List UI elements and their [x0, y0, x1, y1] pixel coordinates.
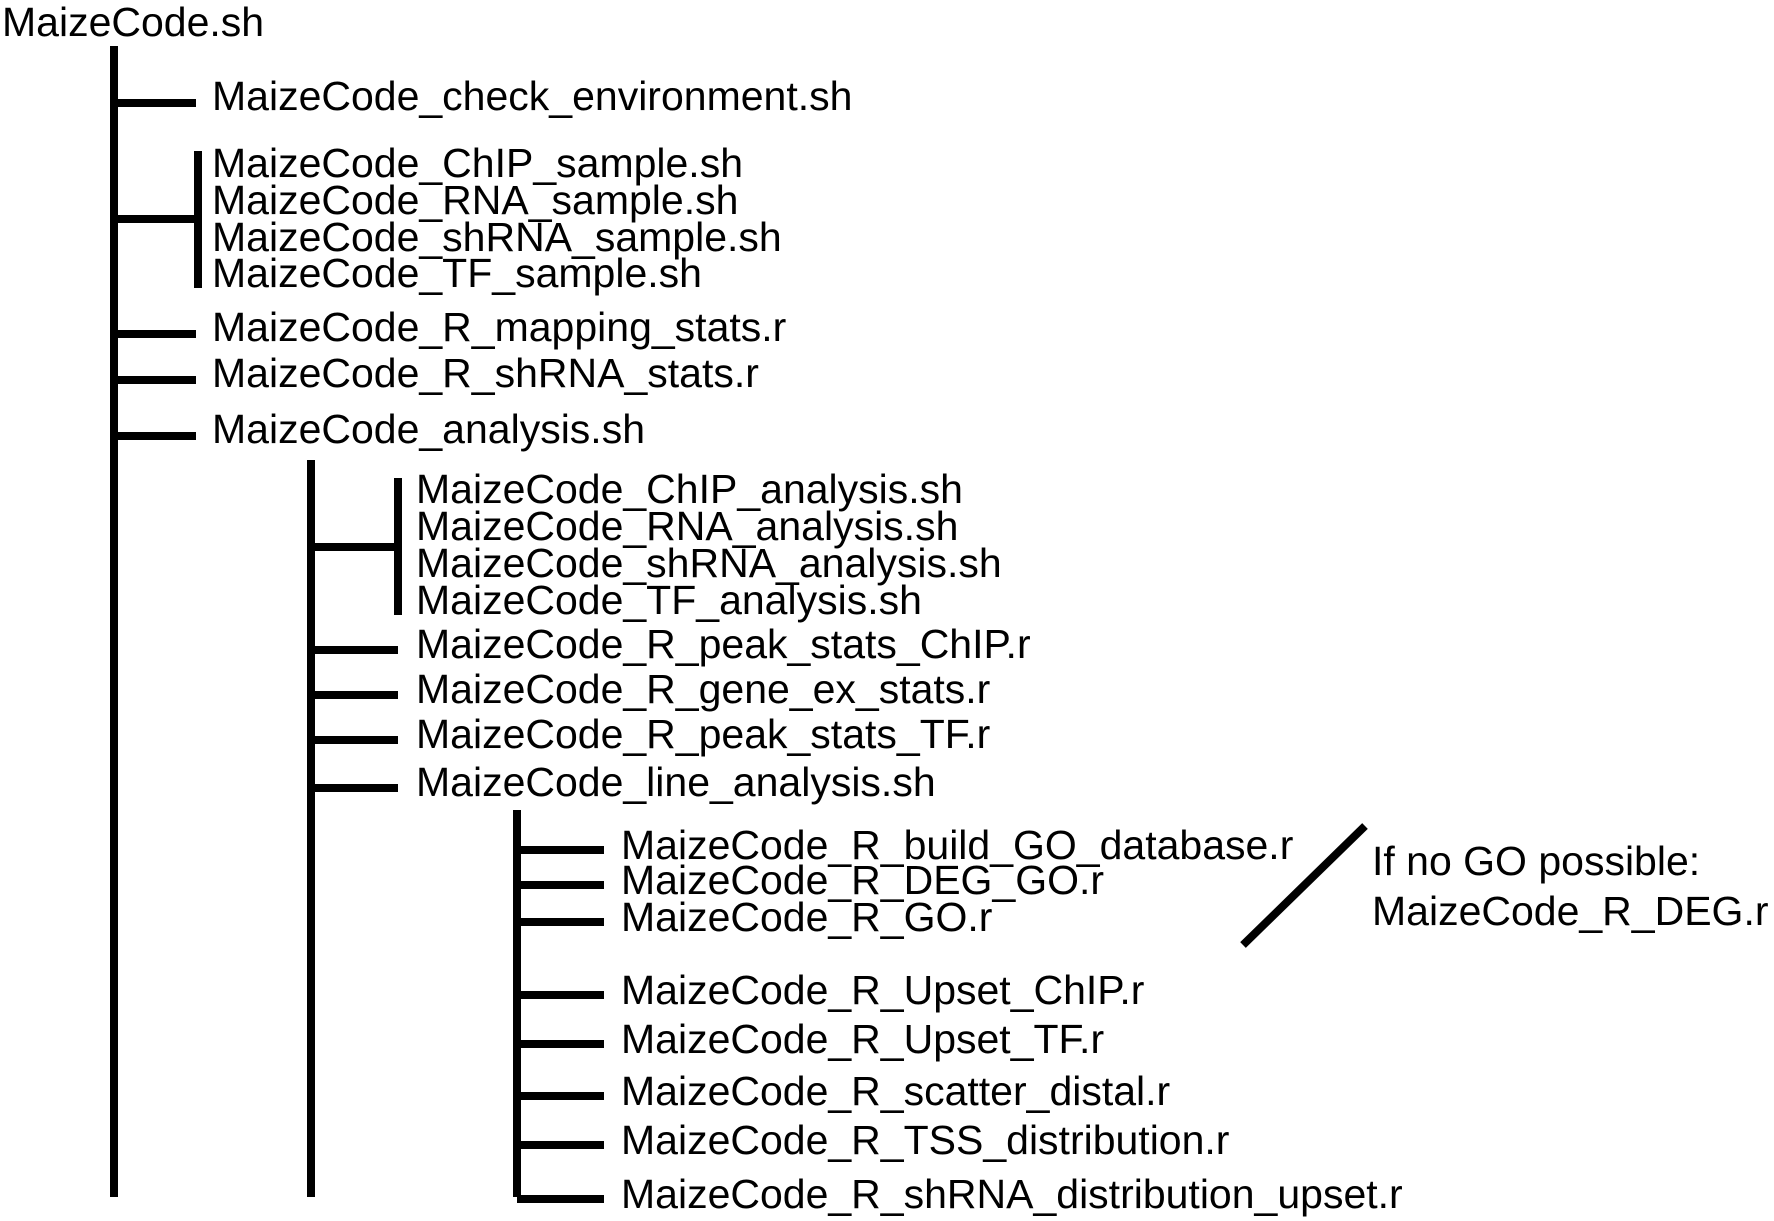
node-chip-sample: MaizeCode_ChIP_sample.sh: [212, 140, 743, 186]
node-tf-sample: MaizeCode_TF_sample.sh: [212, 250, 702, 296]
node-tss-distribution: MaizeCode_R_TSS_distribution.r: [621, 1117, 1229, 1163]
node-shrna-sample: MaizeCode_shRNA_sample.sh: [212, 214, 782, 260]
node-tf-analysis: MaizeCode_TF_analysis.sh: [416, 577, 922, 623]
node-upset-tf: MaizeCode_R_Upset_TF.r: [621, 1016, 1104, 1062]
node-upset-chip: MaizeCode_R_Upset_ChIP.r: [621, 967, 1144, 1013]
node-line-analysis: MaizeCode_line_analysis.sh: [416, 759, 936, 805]
root-node-label: MaizeCode.sh: [2, 0, 264, 45]
node-check-environment: MaizeCode_check_environment.sh: [212, 73, 852, 119]
node-deg-go: MaizeCode_R_DEG_GO.r: [621, 857, 1104, 903]
node-rna-sample: MaizeCode_RNA_sample.sh: [212, 177, 738, 223]
note-alternative-script: MaizeCode_R_DEG.r: [1372, 888, 1769, 934]
node-go: MaizeCode_R_GO.r: [621, 894, 992, 940]
node-build-go-database: MaizeCode_R_build_GO_database.r: [621, 822, 1293, 868]
node-shrna-distribution-upset: MaizeCode_R_shRNA_distribution_upset.r: [621, 1171, 1403, 1217]
node-analysis: MaizeCode_analysis.sh: [212, 406, 645, 452]
node-shrna-analysis: MaizeCode_shRNA_analysis.sh: [416, 540, 1002, 586]
alternative-slash: [1240, 823, 1368, 948]
node-peak-stats-chip: MaizeCode_R_peak_stats_ChIP.r: [416, 621, 1031, 667]
node-chip-analysis: MaizeCode_ChIP_analysis.sh: [416, 466, 963, 512]
node-scatter-distal: MaizeCode_R_scatter_distal.r: [621, 1068, 1170, 1114]
node-mapping-stats: MaizeCode_R_mapping_stats.r: [212, 304, 786, 350]
node-shrna-stats: MaizeCode_R_shRNA_stats.r: [212, 350, 759, 396]
node-peak-stats-tf: MaizeCode_R_peak_stats_TF.r: [416, 711, 990, 757]
node-rna-analysis: MaizeCode_RNA_analysis.sh: [416, 503, 958, 549]
node-gene-ex-stats: MaizeCode_R_gene_ex_stats.r: [416, 666, 990, 712]
note-condition: If no GO possible:: [1372, 838, 1700, 884]
